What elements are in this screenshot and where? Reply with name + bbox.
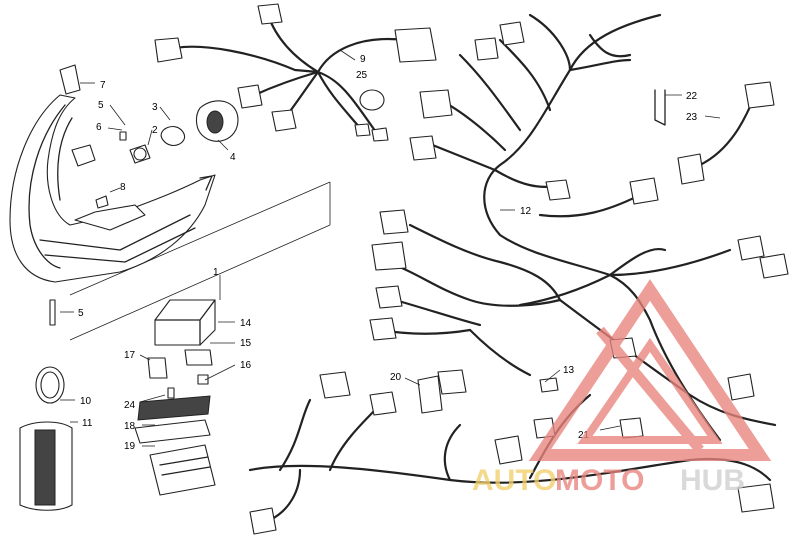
callout-1: 1 xyxy=(213,267,219,278)
watermark-text-moto: MOTO xyxy=(555,464,644,497)
main-harness-12 xyxy=(248,13,789,535)
callout-3: 3 xyxy=(152,102,158,113)
callout-2: 2 xyxy=(152,125,158,136)
callout-24: 24 xyxy=(124,400,136,411)
headlight-assembly xyxy=(9,94,216,283)
watermark-diagonal xyxy=(596,326,704,454)
clip-and-sleeve xyxy=(19,366,73,511)
callout-15: 15 xyxy=(240,338,252,349)
callout-14: 14 xyxy=(240,318,252,329)
callout-4: 4 xyxy=(230,152,236,163)
callout-13: 13 xyxy=(563,365,575,376)
callout-12: 12 xyxy=(520,206,532,217)
watermark-text-hub: HUB xyxy=(680,464,745,497)
headlight-components xyxy=(49,64,239,326)
fuse-relay-box xyxy=(134,299,216,496)
callout-17: 17 xyxy=(124,350,136,361)
callout-11: 11 xyxy=(82,418,93,429)
sensor-harness-23 xyxy=(654,81,775,185)
callout-9: 9 xyxy=(360,54,366,65)
callout-5a: 5 xyxy=(98,100,104,111)
callout-7: 7 xyxy=(100,80,106,91)
assembly-bracket-line xyxy=(69,181,331,341)
callout-labels: 7 5 6 3 2 4 8 1 5 9 25 12 22 23 14 15 16… xyxy=(60,49,721,452)
callout-19: 19 xyxy=(124,441,136,452)
watermark-text-auto: AUTO xyxy=(472,464,556,497)
callout-6: 6 xyxy=(96,122,102,133)
callout-22: 22 xyxy=(686,91,698,102)
callout-5b: 5 xyxy=(78,308,84,319)
callout-20: 20 xyxy=(390,372,402,383)
callout-25: 25 xyxy=(356,70,368,81)
watermark-triangle-inner xyxy=(577,337,723,444)
watermark-triangle-outer xyxy=(528,279,772,461)
callout-16: 16 xyxy=(240,360,252,371)
callout-10: 10 xyxy=(80,396,92,407)
watermark-logo: AUTO MOTO HUB xyxy=(472,279,772,497)
callout-23: 23 xyxy=(686,112,698,123)
callout-8: 8 xyxy=(120,182,126,193)
callout-18: 18 xyxy=(124,421,136,432)
harness-9 xyxy=(154,3,437,142)
